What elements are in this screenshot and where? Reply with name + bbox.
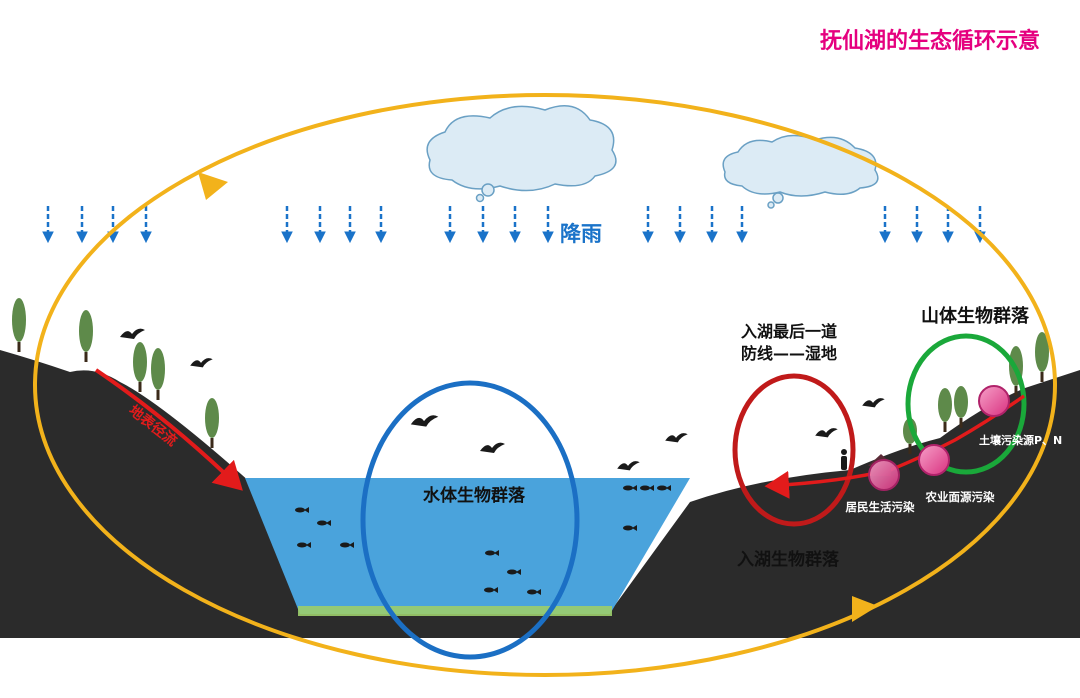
- bird-icon: [665, 433, 688, 443]
- inflow-community-label: 入湖生物群落: [737, 549, 840, 570]
- tree-icon: [133, 342, 147, 392]
- bird-icon: [480, 442, 505, 453]
- rain-arrow-icon: [444, 206, 456, 244]
- rain-arrow-icon: [736, 206, 748, 244]
- rain-arrow-icon: [477, 206, 489, 244]
- cycle-arrow-bottom: [852, 596, 878, 622]
- rain-arrow-icon: [706, 206, 718, 244]
- rain-arrow-icon: [942, 206, 954, 244]
- tree-icon: [12, 298, 26, 352]
- fish-icon: [640, 485, 654, 491]
- pollution-marker-icon: [978, 385, 1010, 417]
- rain-arrow-icon: [42, 206, 54, 244]
- tree-icon: [938, 388, 952, 432]
- tree-icon: [954, 386, 968, 428]
- water-community-ring: [360, 380, 580, 660]
- birds: [120, 328, 885, 471]
- bird-icon: [190, 358, 213, 368]
- fish-icon: [317, 520, 331, 526]
- rain-arrow-icon: [281, 206, 293, 244]
- rain-label: 降雨: [560, 222, 602, 246]
- cloud-icon: [426, 105, 617, 203]
- rain-arrow-icon: [314, 206, 326, 244]
- rain-arrow-icon: [375, 206, 387, 244]
- rain-arrow-icon: [344, 206, 356, 244]
- cycle-arrow-top: [198, 172, 228, 200]
- domestic-pollution-label: 居民生活污染: [846, 500, 915, 514]
- wetland-ring: [732, 373, 856, 527]
- bird-icon: [120, 328, 145, 339]
- fish-icon: [657, 485, 671, 491]
- rain-arrows: [42, 206, 986, 244]
- mountain-community-label: 山体生物群落: [921, 305, 1030, 327]
- fish-icon: [527, 589, 541, 595]
- fish-icon: [297, 542, 311, 548]
- pollution-flow-arrow: [764, 394, 1026, 499]
- mountain-community-ring: [905, 333, 1027, 475]
- bird-icon: [815, 428, 838, 438]
- pollution-marker-icon: [918, 444, 950, 476]
- soil-pollution-label: 土壤污染源P、N: [979, 433, 1062, 447]
- rain-arrow-icon: [911, 206, 923, 244]
- wetland-label-line2: 防线——湿地: [741, 344, 837, 363]
- tree-icon: [1035, 332, 1049, 382]
- tree-icon: [79, 310, 93, 362]
- fish-icon: [623, 525, 637, 531]
- wetland-label-line1: 入湖最后一道: [741, 322, 837, 341]
- agri-pollution-label: 农业面源污染: [925, 490, 995, 504]
- rain-arrow-icon: [140, 206, 152, 244]
- fish-icon: [485, 550, 499, 556]
- left-hill: [0, 350, 300, 638]
- fish-school: [295, 485, 671, 595]
- fish-icon: [623, 485, 637, 491]
- fish-icon: [340, 542, 354, 548]
- page-title: 抚仙湖的生态循环示意: [820, 28, 1040, 54]
- rain-arrow-icon: [509, 206, 521, 244]
- person-icon: [841, 449, 847, 470]
- fish-icon: [484, 587, 498, 593]
- rain-arrow-icon: [642, 206, 654, 244]
- lake-grass: [298, 606, 612, 616]
- bird-icon: [862, 398, 885, 408]
- rain-arrow-icon: [542, 206, 554, 244]
- cloud-icon: [722, 134, 879, 209]
- tree-icon: [151, 348, 165, 400]
- tree-icon: [205, 398, 219, 448]
- rain-arrow-icon: [76, 206, 88, 244]
- rain-arrow-icon: [674, 206, 686, 244]
- pollution-marker-icon: [868, 459, 900, 491]
- trees: [12, 298, 1049, 454]
- fish-icon: [295, 507, 309, 513]
- surface-runoff-arrow: [94, 368, 243, 491]
- bird-icon: [410, 415, 439, 427]
- rain-arrow-icon: [879, 206, 891, 244]
- bird-icon: [617, 461, 640, 471]
- fish-icon: [507, 569, 521, 575]
- cycle-ellipse: [33, 93, 1057, 677]
- water-community-label: 水体生物群落: [423, 485, 526, 506]
